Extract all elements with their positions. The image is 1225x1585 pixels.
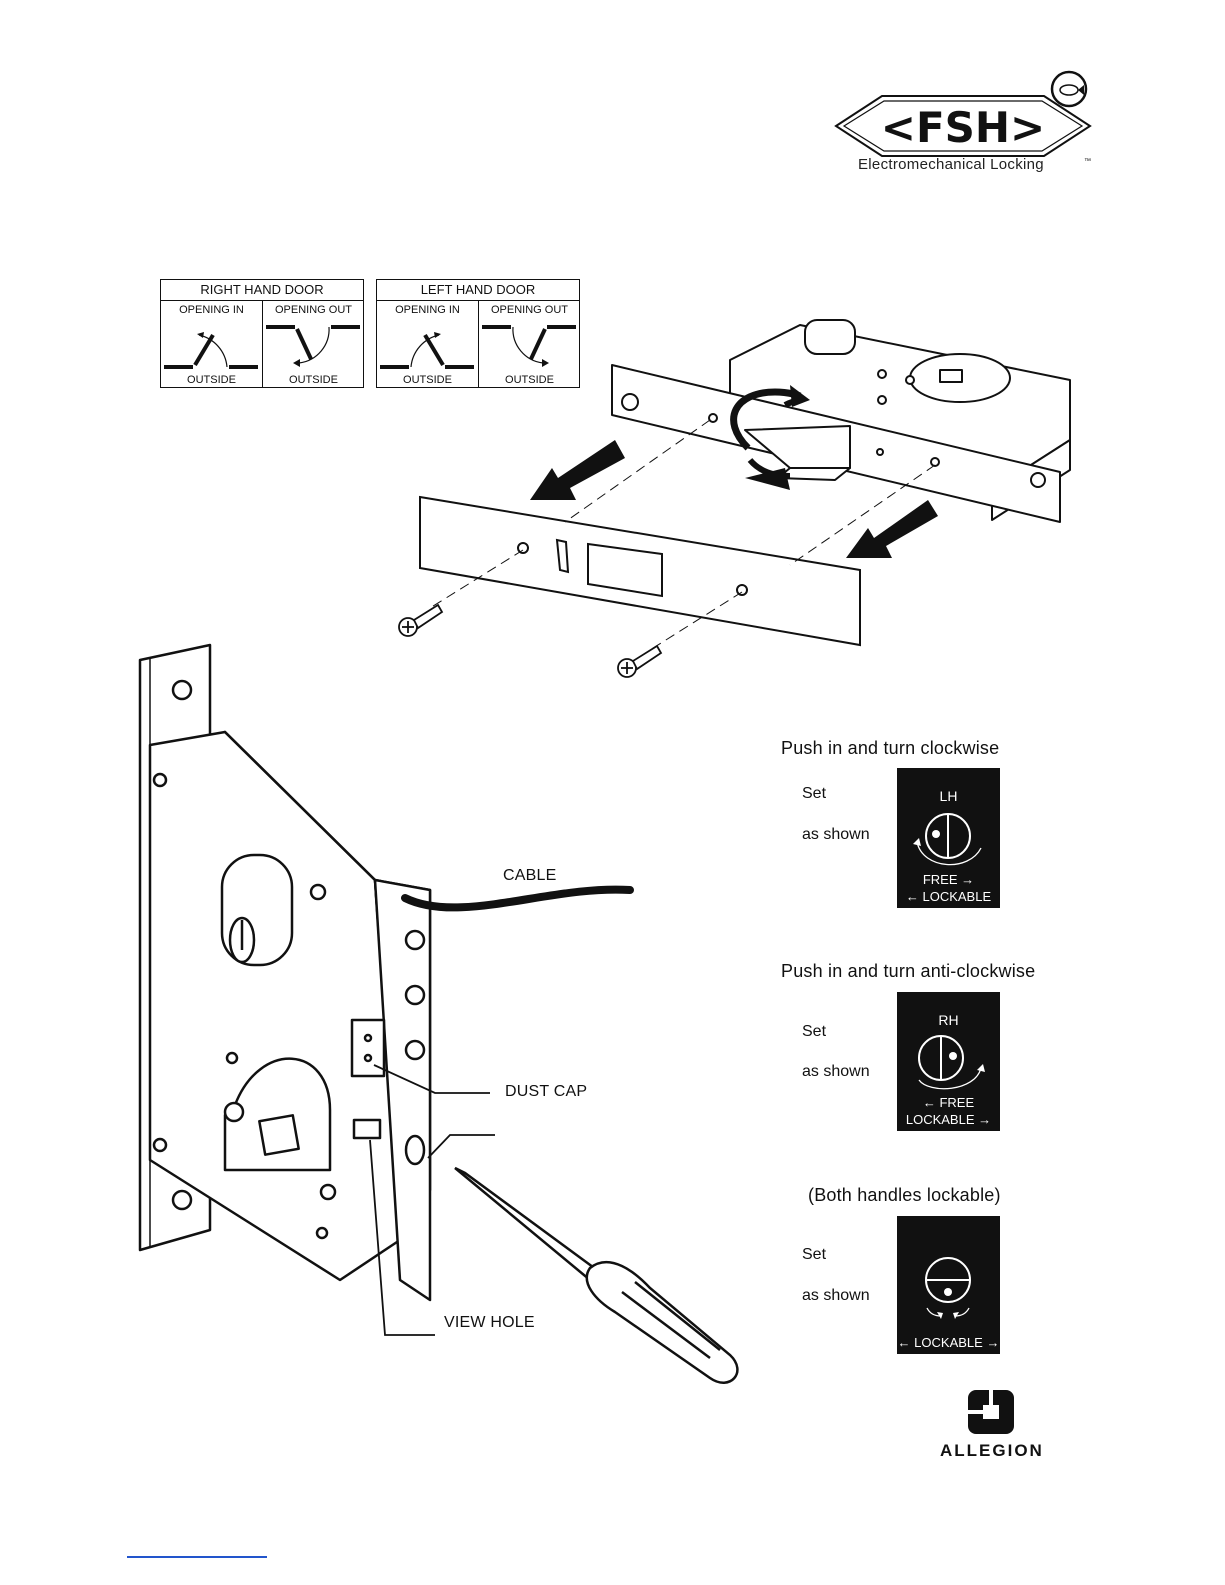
fsh-logo-mark: <FSH> ™	[834, 70, 1092, 165]
rh-opening-in-label: OPENING IN	[179, 304, 244, 316]
handing-screw	[404, 1134, 426, 1166]
lh-dial-label: LH	[939, 788, 958, 804]
view-hole-label: VIEW HOLE	[444, 1314, 535, 1331]
rh-opening-in: OPENING IN OUTSIDE	[161, 301, 262, 387]
lockable-label: LOCKABLE	[922, 889, 992, 904]
setting-3-set: Set	[802, 1246, 827, 1263]
setting-1-heading: Push in and turn clockwise	[781, 738, 1000, 758]
left-hand-door-title: LEFT HAND DOOR	[377, 280, 579, 301]
lh-opening-out-label: OPENING OUT	[490, 304, 568, 316]
dust-cap-leader	[373, 1064, 490, 1094]
strike-opening	[587, 542, 663, 598]
setting-2-as-shown: as shown	[802, 1063, 870, 1080]
screw-icon	[617, 644, 663, 678]
screwdriver-icon	[454, 1166, 739, 1384]
right-hand-door-chart: RIGHT HAND DOOR OPENING IN OUTSIDE OPENI…	[160, 279, 364, 388]
rh-outside-1: OUTSIDE	[187, 374, 236, 386]
lh-opening-in-label: OPENING IN	[395, 304, 460, 316]
setting-3-as-shown: as shown	[802, 1287, 870, 1304]
setting-1-set: Set	[802, 785, 827, 802]
allegion-logo-icon	[968, 1390, 1014, 1434]
rh-opening-out: OPENING OUT OUTSIDE	[262, 301, 364, 387]
cable-label: CABLE	[503, 867, 557, 884]
view-hole	[352, 1118, 382, 1140]
lock-body-diagram	[138, 643, 739, 1384]
rotate-arrow-icon	[730, 385, 810, 490]
screw-icon	[398, 603, 444, 637]
setting-1-as-shown: as shown	[802, 826, 870, 843]
lh-outside-1: OUTSIDE	[403, 374, 452, 386]
rh-dial-panel: RH ← FREE LOCKABLE →	[897, 992, 1000, 1131]
door-swing-icon	[482, 325, 576, 367]
latch-reversal-diagram	[398, 319, 1071, 678]
dust-cap-label: DUST CAP	[505, 1083, 588, 1100]
lh-outside-2: OUTSIDE	[505, 374, 554, 386]
trademark: ™	[1084, 158, 1091, 165]
setting-2-heading: Push in and turn anti-clockwise	[781, 961, 1036, 981]
spindle-hub	[223, 1057, 332, 1172]
left-hand-door-chart: LEFT HAND DOOR OPENING IN OUTSIDE OPENIN…	[376, 279, 580, 388]
door-swing-icon	[266, 325, 360, 367]
right-hand-door-title: RIGHT HAND DOOR	[161, 280, 363, 301]
cable	[401, 885, 634, 912]
door-swing-icon	[164, 332, 258, 369]
anticlockwise-dial-icon	[918, 1035, 985, 1090]
setting-2-set: Set	[802, 1023, 827, 1040]
footer-link-line	[127, 1556, 267, 1558]
logo-tagline: Electromechanical Locking	[858, 156, 1044, 173]
setting-3-heading: (Both handles lockable)	[808, 1185, 1001, 1205]
rh-outside-2: OUTSIDE	[289, 374, 338, 386]
fsh-logo-text: <FSH>	[881, 103, 1045, 152]
lockable-label: LOCKABLE	[914, 1335, 983, 1350]
lh-opening-in: OPENING IN OUTSIDE	[377, 301, 478, 387]
both-lockable-dial-icon	[925, 1257, 971, 1319]
lh-opening-out: OPENING OUT OUTSIDE	[478, 301, 580, 387]
lockable-label: LOCKABLE	[905, 1112, 975, 1127]
door-swing-icon	[380, 332, 474, 369]
free-label: FREE	[922, 872, 958, 887]
clockwise-dial-icon	[913, 813, 982, 866]
push-arrow-icon	[530, 440, 938, 558]
spindle-square	[258, 1114, 300, 1156]
view-hole-leader	[369, 1139, 435, 1336]
lh-dial-panel: LH FREE → ← LOCKABLE	[897, 768, 1000, 908]
handing-screw-leader	[427, 1134, 495, 1159]
free-label: FREE	[939, 1095, 975, 1110]
fish-badge-icon	[1050, 70, 1088, 108]
both-dial-panel: ← LOCKABLE →	[897, 1216, 1000, 1354]
rh-opening-out-label: OPENING OUT	[274, 304, 352, 316]
rh-dial-label: RH	[938, 1012, 959, 1028]
allegion-wordmark: ALLEGION	[940, 1441, 1044, 1460]
